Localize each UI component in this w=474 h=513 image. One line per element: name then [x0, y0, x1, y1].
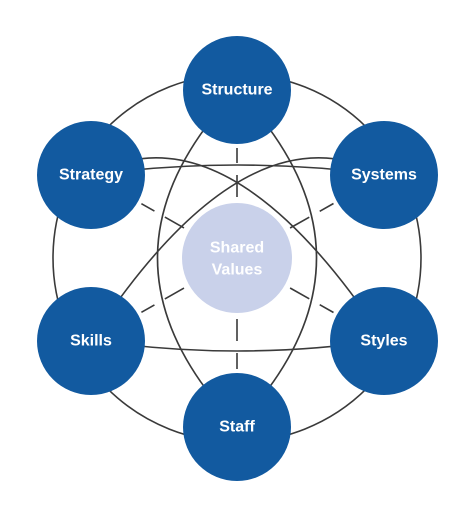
shared-values-circle	[182, 203, 292, 313]
arc-structure-staff-right	[236, 89, 318, 427]
structure-circle	[183, 36, 291, 144]
staff-node: Staff	[183, 373, 291, 481]
styles-circle	[330, 287, 438, 395]
shared-values-label-line2: Values	[212, 262, 263, 279]
spoke-systems	[289, 202, 334, 229]
structure-node: Structure	[183, 36, 291, 144]
systems-circle	[330, 121, 438, 229]
structure-label: Structure	[201, 82, 272, 99]
skills-label: Skills	[70, 333, 112, 350]
shared-values-label-line1: Shared	[210, 240, 264, 257]
staff-circle	[183, 373, 291, 481]
skills-node: Skills	[37, 287, 145, 395]
systems-node: Systems	[330, 121, 438, 229]
shared-values-node: Shared Values	[182, 203, 292, 313]
spoke-skills	[141, 287, 185, 313]
skills-circle	[37, 287, 145, 395]
outer-nodes: Structure Systems Styles Staff Skills St…	[37, 36, 438, 481]
strategy-label: Strategy	[59, 167, 123, 184]
staff-label: Staff	[219, 419, 255, 436]
strategy-node: Strategy	[37, 121, 145, 229]
spokes	[141, 148, 334, 369]
arc-structure-staff-left	[156, 89, 238, 427]
systems-label: Systems	[351, 167, 417, 184]
styles-node: Styles	[330, 287, 438, 395]
spoke-strategy	[141, 203, 185, 229]
strategy-circle	[37, 121, 145, 229]
spoke-styles	[289, 287, 334, 314]
styles-label: Styles	[360, 333, 407, 350]
